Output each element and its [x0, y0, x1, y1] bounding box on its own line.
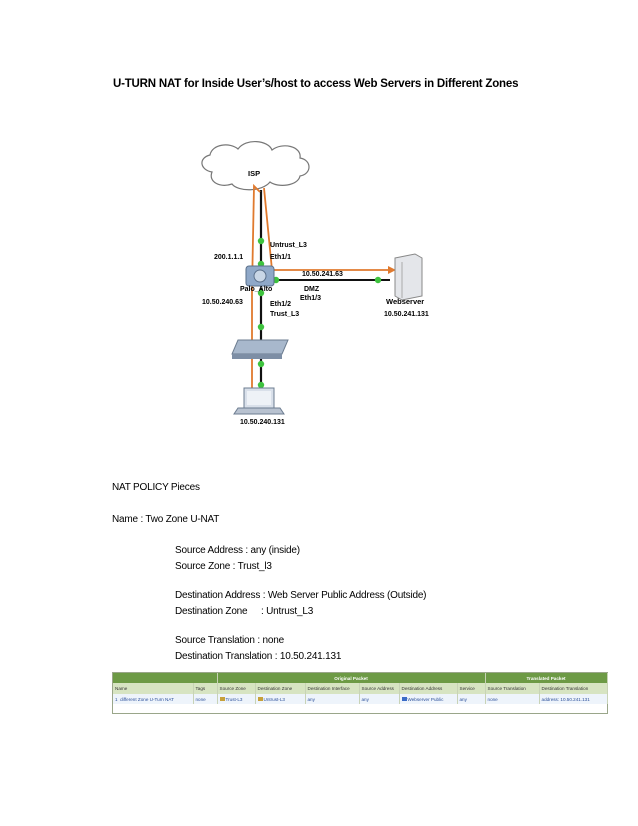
inside-link-ip-label: 10.50.240.63	[202, 299, 243, 306]
group-spacer	[113, 673, 218, 683]
isp-label: ISP	[248, 169, 260, 178]
destination-zone-label: Destination Zone	[175, 606, 248, 617]
cell-destination-address: Webserver Public	[399, 694, 458, 704]
eth-untrust-label: Eth1/1	[270, 254, 291, 261]
col-name[interactable]: Name	[113, 683, 194, 694]
network-diagram: ISP Untrust_L3 Eth1/1 200.1.1.1 Palo_Alt…	[201, 141, 429, 426]
webserver-ip-label: 10.50.241.131	[384, 311, 429, 318]
col-service[interactable]: Service	[457, 683, 486, 694]
col-destination-address[interactable]: Destination Address	[399, 683, 458, 694]
destination-address-value: Webserver Public	[407, 696, 444, 702]
cell-name[interactable]: 1 different Zone U-Turn NAT	[113, 694, 194, 704]
col-source-address[interactable]: Source Address	[359, 683, 400, 694]
rule-name[interactable]: different Zone U-Turn NAT	[120, 696, 174, 702]
address-object-icon	[401, 697, 407, 702]
row-index: 1	[115, 696, 118, 702]
port-dot	[257, 289, 265, 297]
firewall-label: Palo_Alto	[240, 286, 272, 293]
port-dot	[257, 323, 265, 331]
col-destination-zone[interactable]: Destination Zone	[255, 683, 306, 694]
group-translated-packet: Translated Packet	[485, 673, 608, 683]
arrowhead-icon	[388, 266, 396, 274]
dmz-zone-label: DMZ	[304, 286, 320, 293]
col-source-zone[interactable]: Source Zone	[217, 683, 256, 694]
dmz-link-ip-label: 10.50.241.63	[302, 271, 343, 278]
col-source-translation[interactable]: Source Translation	[485, 683, 540, 694]
port-dot	[374, 276, 382, 284]
laptop-icon	[233, 387, 285, 415]
port-dot	[257, 237, 265, 245]
document-title: U-TURN NAT for Inside User’s/host to acc…	[113, 78, 519, 90]
destination-translation: Destination Translation : 10.50.241.131	[175, 651, 342, 662]
trust-zone-label: Trust_L3	[270, 311, 299, 318]
port-dot	[257, 381, 265, 389]
destination-zone-value: : Untrust_L3	[261, 606, 314, 617]
cell-destination-translation: address: 10.50.241.131	[539, 694, 608, 704]
col-destination-translation[interactable]: Destination Translation	[539, 683, 608, 694]
host-ip-label: 10.50.240.131	[240, 419, 285, 426]
public-ip-label: 200.1.1.1	[214, 254, 243, 261]
cell-service: any	[457, 694, 486, 704]
cell-tags: none	[193, 694, 218, 704]
zone-icon	[219, 697, 225, 702]
col-destination-interface[interactable]: Destination Interface	[305, 683, 360, 694]
port-dot	[257, 360, 265, 368]
destination-address: Destination Address : Web Server Public …	[175, 590, 427, 601]
eth-dmz-label: Eth1/3	[300, 295, 321, 302]
untrust-zone-label: Untrust_L3	[270, 242, 307, 249]
source-zone-value: Trust-L3	[225, 696, 243, 702]
isp-cloud-icon	[201, 141, 310, 191]
source-zone: Source Zone : Trust_l3	[175, 561, 272, 572]
destination-zone-value: Untrust-L3	[263, 696, 285, 702]
switch-icon	[231, 339, 289, 359]
firewall-icon	[245, 265, 275, 287]
source-translation: Source Translation : none	[175, 635, 284, 646]
webserver-icon	[394, 253, 423, 301]
policy-name: Name : Two Zone U-NAT	[112, 514, 220, 525]
cell-source-address: any	[359, 694, 400, 704]
policy-heading: NAT POLICY Pieces	[112, 482, 200, 493]
webserver-label: Webserver	[386, 297, 424, 306]
nat-policy-table: Original Packet Translated Packet Name T…	[112, 672, 608, 714]
zone-icon	[257, 697, 263, 702]
source-address: Source Address : any (inside)	[175, 545, 300, 556]
cell-source-zone: Trust-L3	[217, 694, 256, 704]
cell-source-translation: none	[485, 694, 540, 704]
cell-destination-zone: Untrust-L3	[255, 694, 306, 704]
cell-destination-interface: any	[305, 694, 360, 704]
group-original-packet: Original Packet	[217, 673, 486, 683]
col-tags[interactable]: Tags	[193, 683, 218, 694]
table-row[interactable]: 1 different Zone U-Turn NAT none Trust-L…	[113, 694, 608, 704]
eth-trust-label: Eth1/2	[270, 301, 291, 308]
